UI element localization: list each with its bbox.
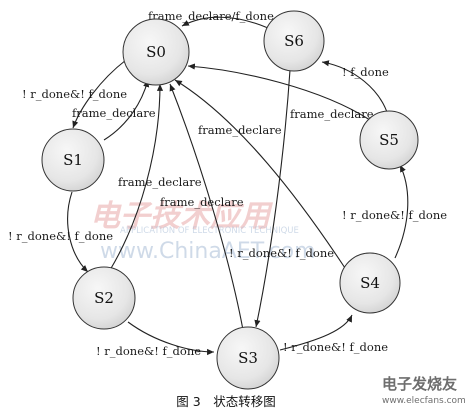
state-s5: S5 xyxy=(359,110,419,170)
state-label-s5: S5 xyxy=(379,131,399,149)
state-label-s4: S4 xyxy=(360,274,380,292)
edge-label-s2-s3: ! r_done&! f_done xyxy=(96,344,201,358)
edge-label-s3-s4: ! r_done&! f_done xyxy=(283,340,388,354)
edge-label-s4-s0: frame_declare xyxy=(198,123,282,137)
edge-label-s6-s3: ! r_done&! f_done xyxy=(229,246,334,260)
corner-logo-text: 电子发烧友 xyxy=(382,375,457,393)
edge-s0-s1 xyxy=(72,59,127,129)
state-s6: S6 xyxy=(263,10,325,72)
figure-caption: 图 3 状态转移图 xyxy=(176,394,275,409)
watermark-en: APPLICATION OF ELECTRONIC TECHNIQUE xyxy=(120,226,299,236)
edge-s3-s4 xyxy=(279,314,353,351)
state-label-s6: S6 xyxy=(284,32,304,50)
edge-label-s1-s2: ! r_done&! f_done xyxy=(8,229,113,243)
watermark-url: www.ChinaAET.com xyxy=(100,239,316,264)
state-label-s3: S3 xyxy=(238,349,258,367)
state-label-s0: S0 xyxy=(146,43,166,61)
corner-logo-url: www.elecfans.com xyxy=(382,396,466,406)
corner-logo: 电子发烧友 www.elecfans.com xyxy=(382,375,466,406)
edge-s1-s2 xyxy=(67,191,89,273)
edge-s2-s0 xyxy=(109,83,164,271)
edge-label-s5-s6: ! f_done xyxy=(342,65,389,79)
state-s3: S3 xyxy=(216,326,280,390)
state-s4: S4 xyxy=(339,252,401,314)
watermark-cn: 电子技术应用 xyxy=(90,199,274,234)
edge-label-s1-s0: frame_declare xyxy=(72,106,156,120)
edges xyxy=(67,16,409,356)
edge-labels: frame_declare/f_done ! r_done&! f_done f… xyxy=(8,9,447,358)
state-label-s2: S2 xyxy=(94,289,114,307)
edge-label-s3-s0: frame_declare xyxy=(160,195,244,209)
state-s0: S0 xyxy=(122,18,190,86)
state-s2: S2 xyxy=(72,266,136,330)
watermark: 电子技术应用 APPLICATION OF ELECTRONIC TECHNIQ… xyxy=(90,199,316,264)
edge-s2-s3 xyxy=(127,321,215,356)
edge-s6-s0 xyxy=(181,16,269,29)
edge-label-s5-s0: frame_declare xyxy=(290,107,374,121)
nodes: S0 S6 S1 S5 S2 S4 S3 xyxy=(41,10,419,390)
state-label-s1: S1 xyxy=(63,151,83,169)
state-s1: S1 xyxy=(41,128,105,192)
edge-s4-s0 xyxy=(174,79,346,269)
edge-s5-s6 xyxy=(321,60,389,116)
edge-s6-s3 xyxy=(254,69,291,328)
edge-label-s4-s5: ! r_done&! f_done xyxy=(342,208,447,222)
edge-s1-s0 xyxy=(103,79,150,141)
edge-label-s2-s0: frame_declare xyxy=(118,175,202,189)
edge-label-s0-s1: ! r_done&! f_done xyxy=(22,87,127,101)
edge-label-s6-s0: frame_declare/f_done xyxy=(148,9,274,23)
edge-s5-s0 xyxy=(187,63,371,121)
edge-s3-s0 xyxy=(169,83,244,331)
edge-s4-s5 xyxy=(394,164,409,259)
